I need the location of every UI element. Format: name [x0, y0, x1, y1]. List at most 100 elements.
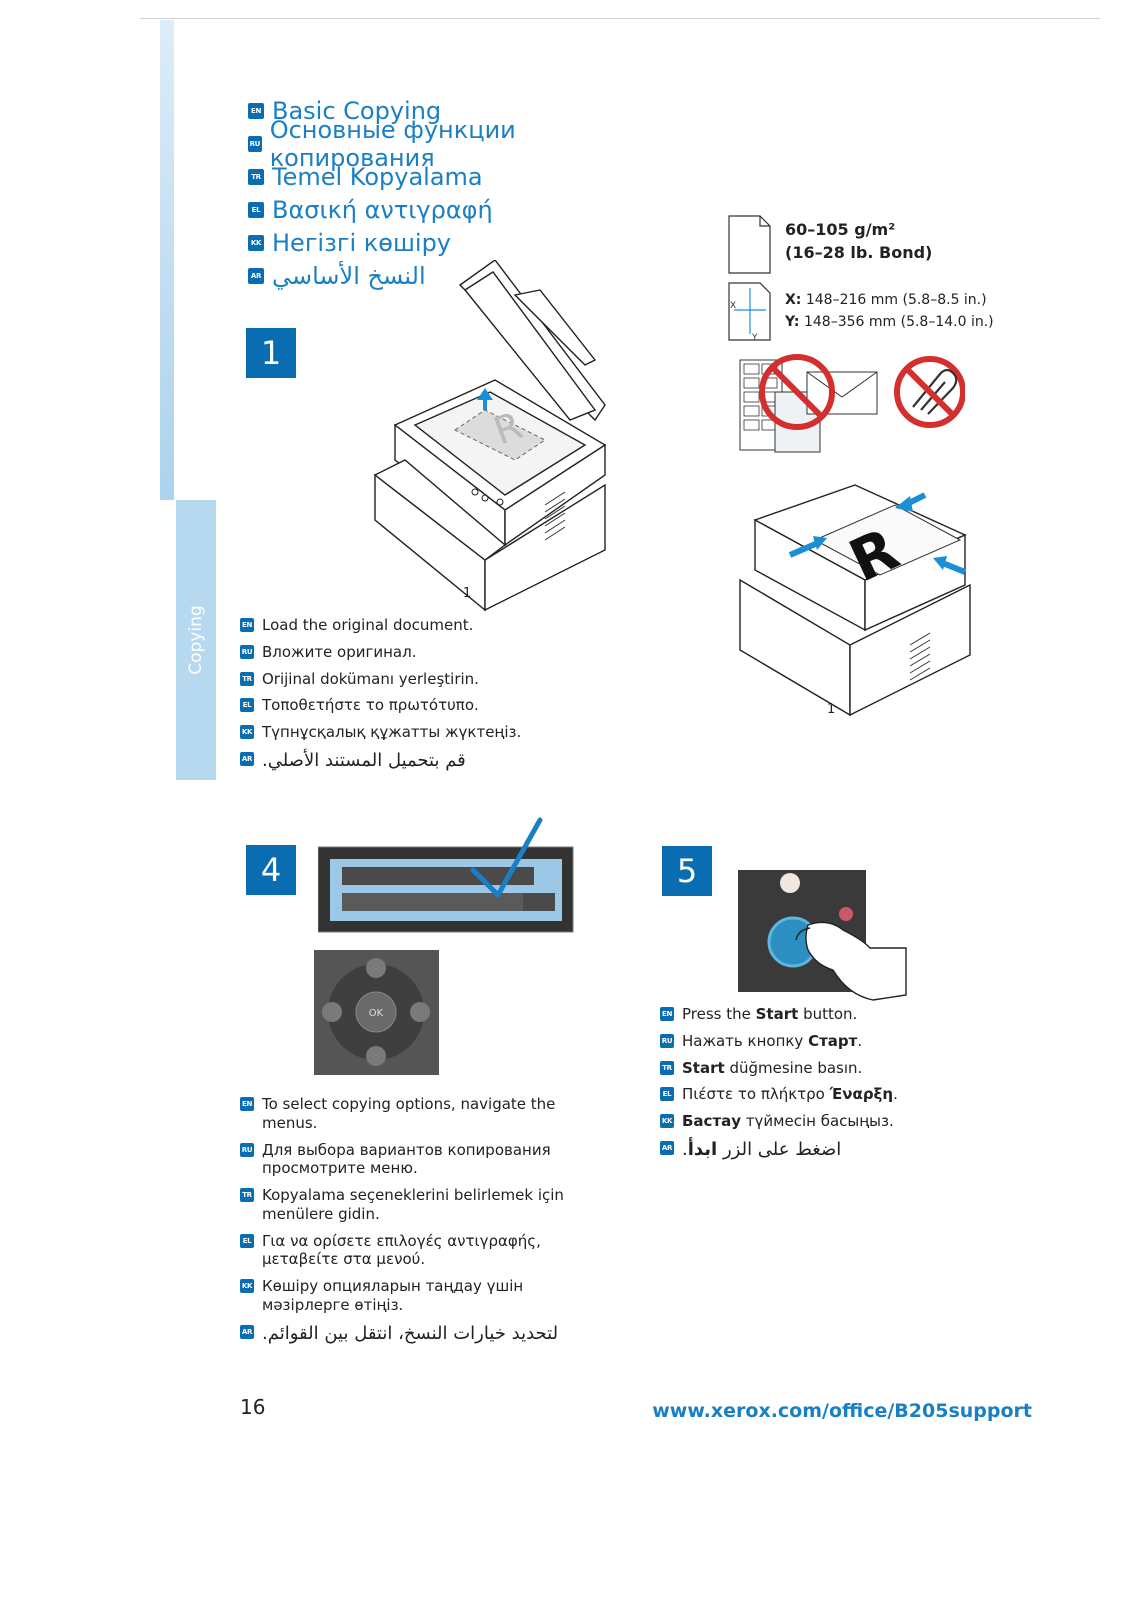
instruction-kk: KK Көшіру опцияларын таңдау үшін мәзірлер… — [240, 1277, 585, 1315]
size-y-value: 148–356 mm (5.8–14.0 in.) — [803, 313, 994, 330]
title-ar: AR النسخ الأساسي — [248, 259, 628, 292]
lang-badge: RU — [248, 135, 262, 152]
hand-icon — [805, 921, 907, 1001]
instruction-text: Τοποθετήστε το πρωτότυπο. — [262, 696, 479, 715]
printer-flatbed-illustration: R 1 — [373, 260, 607, 612]
paper-weight: 60–105 g/m² (16–28 lb. Bond) — [785, 218, 932, 264]
lang-badge: KK — [240, 725, 254, 739]
step-4-instructions: EN To select copying options, navigate th… — [240, 1095, 585, 1353]
text-pre: Press the — [682, 1005, 756, 1023]
ok-label: OK — [369, 1008, 384, 1019]
lang-badge: TR — [660, 1060, 674, 1075]
instruction-text: Orijinal dokümanı yerleştirin. — [262, 669, 479, 688]
instruction-ar: AR اضغط على الزر ابدأ. — [660, 1139, 960, 1162]
text-bold: Бастау — [682, 1112, 742, 1130]
text-pre: Нажать кнопку — [682, 1031, 809, 1050]
lang-badge: KK — [240, 1279, 254, 1293]
title-text: Basic Copying — [272, 96, 442, 125]
instruction-ru: RU Вложите оригинал. — [240, 643, 540, 662]
lang-badge: EN — [248, 102, 264, 119]
up-arrow-key[interactable] — [366, 958, 386, 978]
lang-badge: KK — [660, 1114, 674, 1128]
navigation-keypad: OK — [314, 950, 439, 1075]
title-text: Основные функции копирования — [269, 115, 516, 172]
text-bold: Start — [682, 1058, 725, 1077]
instruction-text: Көшіру опцияларын таңдау үшін мәзірлерге… — [262, 1277, 524, 1314]
stop-button[interactable] — [839, 907, 853, 921]
lang-badge: EL — [660, 1087, 674, 1102]
instruction-en: EN To select copying options, navigate th… — [240, 1095, 585, 1133]
right-arrow-key[interactable] — [410, 1002, 430, 1022]
weight-line-1: 60–105 g/m² — [785, 220, 896, 239]
step-5-number: 5 — [662, 846, 712, 896]
lang-badge: EN — [240, 618, 254, 632]
instruction-kk: KK Түпнұсқалық құжатты жүктеңіз. — [240, 723, 540, 742]
step-1-number: 1 — [246, 328, 296, 378]
paper-icon — [728, 215, 771, 274]
lang-badge: EN — [240, 1097, 254, 1111]
diagram-x-label: X — [730, 301, 736, 311]
title-text: النسخ الأساسي — [272, 261, 426, 290]
size-x-value: 148–216 mm (5.8–8.5 in.) — [805, 292, 987, 308]
text-post: button. — [798, 1005, 858, 1023]
text-pre: اضغط على الزر — [717, 1138, 842, 1160]
control-panel-display — [318, 817, 574, 933]
instruction-text: Πιέστε το πλήκτρο Έναρξη. — [682, 1085, 960, 1104]
instruction-text: Түпнұсқалық құжатты жүктеңіз. — [262, 723, 522, 741]
down-arrow-key[interactable] — [366, 1046, 386, 1066]
instruction-tr: TR Orijinal dokümanı yerleştirin. — [240, 670, 540, 689]
ok-button[interactable] — [355, 991, 397, 1033]
text-post: düğmesine basın. — [724, 1058, 863, 1077]
lang-badge: TR — [240, 1188, 254, 1202]
title-text: Temel Kopyalama — [272, 162, 483, 191]
instruction-text: Press the Start button. — [682, 1005, 960, 1024]
instruction-el: EL Τοποθετήστε το πρωτότυπο. — [240, 696, 540, 715]
instruction-text: Για να ορίσετε επιλογές αντιγραφής, μετα… — [262, 1231, 541, 1269]
title-en: EN Basic Copying — [248, 94, 628, 127]
top-rule — [140, 18, 1100, 19]
instruction-text: To select copying options, navigate the … — [262, 1095, 556, 1132]
instruction-text: اضغط على الزر ابدأ. — [682, 1139, 960, 1162]
lang-badge: RU — [240, 644, 254, 659]
support-url[interactable]: www.xerox.com/office/B205support — [652, 1400, 1032, 1422]
text-post: түймесін басыңыз. — [741, 1112, 894, 1130]
lang-badge: EL — [248, 201, 264, 218]
lang-badge: TR — [240, 671, 254, 686]
instruction-en: EN Press the Start button. — [660, 1005, 960, 1024]
lang-badge: EN — [660, 1007, 674, 1021]
text-bold: ابدأ — [687, 1138, 718, 1160]
instruction-text: Для выбора вариантов копирования просмот… — [262, 1140, 551, 1178]
check-icon — [470, 817, 543, 898]
lang-badge: AR — [660, 1140, 674, 1155]
title-el: EL Βασική αντιγραφή — [248, 193, 628, 226]
tray-label: 1 — [463, 586, 471, 601]
instruction-text: Вложите оригинал. — [262, 642, 417, 661]
instruction-el: EL Πιέστε το πλήκτρο Έναρξη. — [660, 1085, 960, 1104]
lang-badge: EL — [240, 698, 254, 713]
text-post: . — [682, 1138, 688, 1160]
lang-badge: AR — [248, 267, 264, 284]
paper-size-icon: X Y — [728, 282, 771, 342]
text-bold: Έναρξη — [829, 1085, 894, 1104]
instruction-text: Нажать кнопку Старт. — [682, 1032, 960, 1051]
lang-badge: AR — [240, 751, 254, 766]
instruction-text: لتحديد خيارات النسخ، انتقل بين القوائم. — [262, 1322, 559, 1344]
text-bold: Старт — [808, 1031, 858, 1050]
size-x: X: 148–216 mm (5.8–8.5 in.) — [785, 290, 994, 312]
step-4-number: 4 — [246, 845, 296, 895]
title-text: Негізгі көшіру — [272, 228, 452, 257]
title-text: Βασική αντιγραφή — [272, 195, 493, 224]
page-number: 16 — [240, 1395, 266, 1419]
instruction-text: Start düğmesine basın. — [682, 1059, 960, 1078]
text-post: . — [857, 1031, 863, 1050]
section-tab: Copying — [176, 500, 216, 780]
left-arrow-key[interactable] — [322, 1002, 342, 1022]
side-strip — [160, 20, 174, 500]
